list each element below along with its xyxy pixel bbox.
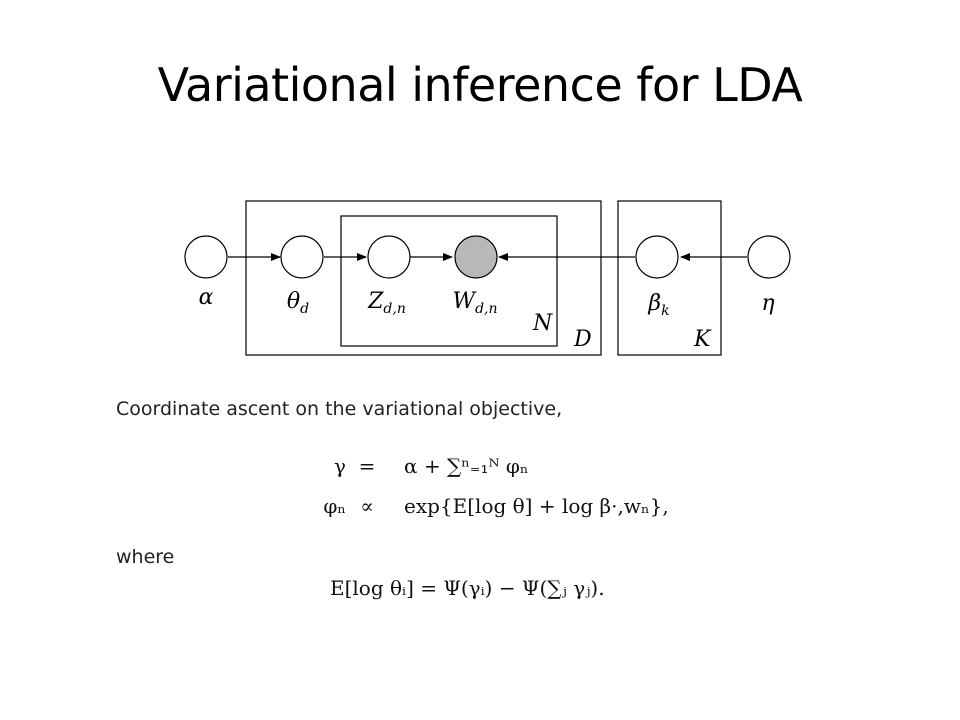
node-z	[367, 235, 411, 279]
node-theta	[280, 235, 324, 279]
label-alpha: α	[199, 285, 214, 310]
plate-label-n: N	[532, 311, 553, 336]
equation-expected-log-theta: E[log θᵢ] = Ψ(γᵢ) − Ψ(∑ⱼ γⱼ).	[330, 576, 605, 600]
node-beta	[635, 235, 679, 279]
eq1-lhs: γ	[334, 454, 346, 478]
plate-documents	[245, 200, 602, 356]
eq2-operator: ∝	[360, 494, 374, 518]
eq1-rhs: α + ∑ⁿ₌₁ᴺ φₙ	[404, 454, 529, 478]
label-beta: βk	[647, 291, 669, 319]
eq1-operator: =	[358, 454, 376, 478]
label-w: Wd,n	[452, 289, 497, 317]
plate-topics	[617, 200, 722, 356]
plate-words	[340, 215, 558, 347]
node-eta	[747, 235, 791, 279]
node-w-observed	[454, 235, 498, 279]
node-alpha	[184, 235, 228, 279]
plate-label-d: D	[573, 327, 592, 352]
eq2-lhs: φₙ	[323, 494, 346, 518]
label-eta: η	[761, 291, 774, 316]
eq2-rhs: exp{E[log θ] + log β·,wₙ},	[404, 494, 669, 518]
intro-text: Coordinate ascent on the variational obj…	[116, 398, 563, 420]
where-text: where	[116, 546, 175, 568]
label-theta: θd	[287, 289, 309, 317]
slide-title: Variational inference for LDA	[157, 58, 803, 112]
plate-label-k: K	[693, 327, 712, 352]
label-z: Zd,n	[367, 289, 406, 317]
